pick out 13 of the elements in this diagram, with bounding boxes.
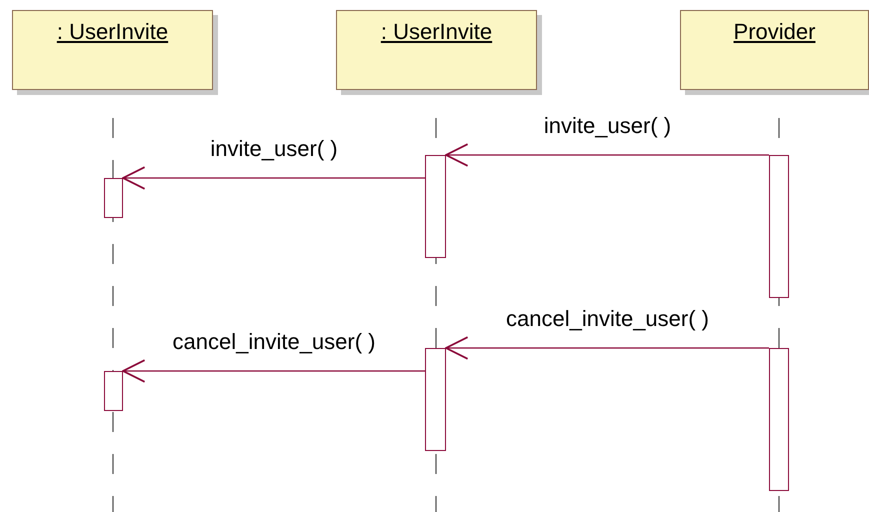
message-arrow xyxy=(122,166,425,190)
object-name: : UserInvite xyxy=(380,19,494,45)
activation-bar xyxy=(769,155,789,298)
activation-bar xyxy=(425,348,446,451)
object-name: Provider xyxy=(732,19,816,45)
activation-bar xyxy=(425,155,446,258)
activation-bar xyxy=(104,178,123,218)
activation-bar xyxy=(104,371,123,411)
object-name: : UserInvite xyxy=(56,19,170,45)
message-arrow xyxy=(445,143,769,167)
activation-bar xyxy=(769,348,789,491)
message-arrow xyxy=(445,336,769,360)
message-arrow xyxy=(122,359,425,383)
